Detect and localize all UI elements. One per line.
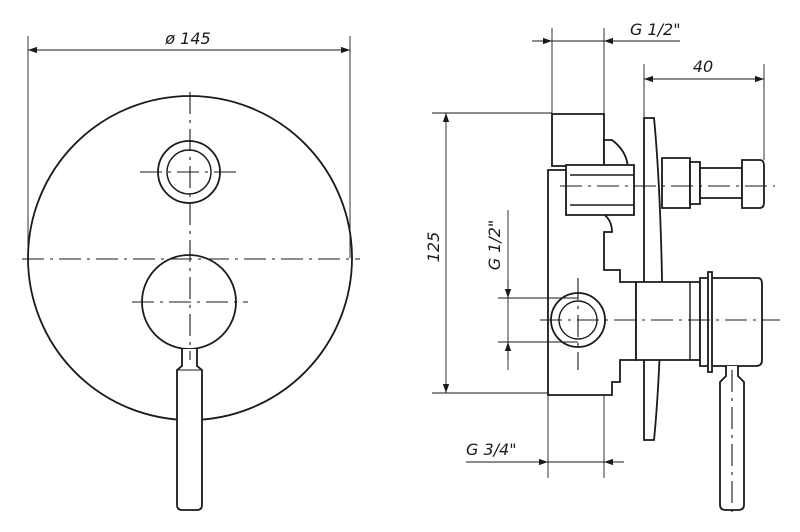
- front-view: ø 145: [22, 29, 360, 511]
- diameter-label: ø 145: [164, 29, 210, 48]
- side-cover-plate: [643, 117, 663, 441]
- height-label: 125: [424, 232, 443, 263]
- side-view: 125 G 1/2" 40 G 1/2" G 3/4": [424, 20, 780, 515]
- diverter-knob-side: [741, 159, 765, 209]
- projection-label: 40: [693, 57, 713, 76]
- side-inlet-label: G 1/2": [485, 220, 504, 271]
- diverter-knob-inner: [166, 149, 212, 195]
- outlet-label: G 3/4": [466, 440, 517, 459]
- diverter-stem: [565, 164, 635, 216]
- upper-inlet-fitting: [551, 113, 605, 167]
- handle-cylinder-side: [699, 277, 763, 367]
- top-inlet-label: G 1/2": [630, 20, 681, 39]
- lever-handle: [176, 349, 203, 511]
